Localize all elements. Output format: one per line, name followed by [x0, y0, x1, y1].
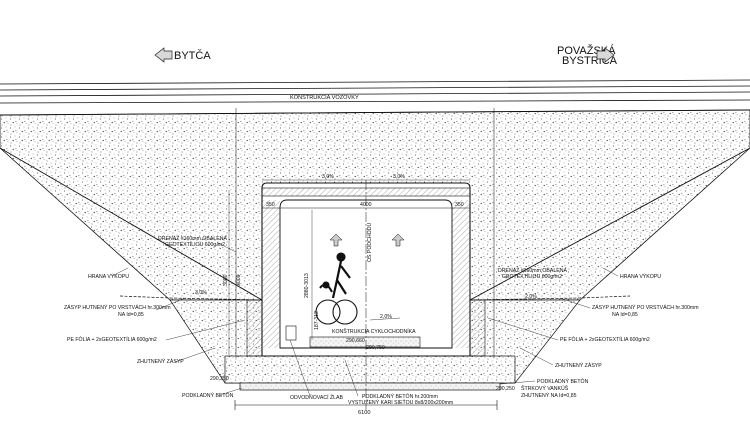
wall-thickness-right: 350	[455, 202, 464, 208]
direction-right: POVAŽSKÁ BYSTRICA	[557, 44, 618, 67]
arrow-right-icon	[596, 47, 615, 63]
compacted-left-label: ZHUTNENÝ ZÁSYP	[137, 358, 184, 365]
wall-thickness-left: 350	[266, 202, 275, 208]
total-width-dim: 6100	[358, 410, 370, 416]
backfill-level-right	[469, 295, 631, 301]
pe-right-label: PE FÓLIA + 2xGEOTEXTÍLIA 600g/m2	[560, 336, 650, 343]
axis-label: OS PODCHODU	[367, 223, 373, 262]
slope-floor: 2,0%	[380, 314, 392, 320]
compacted-right-label: ZHUTNENÝ ZÁSYP	[555, 362, 602, 369]
cyclist-icon	[315, 252, 358, 325]
backfill-right-label-2: NA Id=0,85	[612, 312, 638, 318]
base-slab-label: PODKLADNÝ BETÓN hr.200mm	[362, 393, 438, 400]
up-arrow-icon-right	[391, 233, 405, 247]
dim-left-low: 290,250	[210, 376, 229, 382]
excavation-line-right	[469, 147, 750, 301]
excavation-left-label: HRANA VÝKOPU	[88, 273, 129, 280]
pe-left-label: PE FÓLIA + 2xGEOTEXTÍLIA 600g/m2	[67, 336, 157, 343]
backfill-level-left	[119, 295, 263, 301]
slope-top-right: 3,0%	[393, 174, 405, 180]
inner-width-dim: 4000	[360, 202, 372, 208]
base-concrete	[239, 382, 501, 391]
direction-left-label: BYTČA	[174, 49, 211, 62]
drainage-channel-label: ODVODŇOVACÍ ŽLAB	[290, 393, 343, 401]
gravel-base	[224, 355, 516, 384]
excavation-line-left	[0, 147, 263, 301]
floor-dim-right: 290,750	[366, 345, 385, 351]
gravel-label-2: ZHUTNENÝ NA Id=0,85	[521, 392, 577, 399]
dim-right-low: 290,250	[496, 386, 515, 392]
backfill-left-label-2: NA Id=0,85	[118, 312, 144, 318]
drain-left-label-2: GEOTEXTÍLIOU 600g/m2	[165, 241, 225, 248]
height-side2-dim: 3000	[236, 274, 242, 286]
cycle-path-label: KONŠTRUKCIA CYKLOCHODNÍKA	[332, 328, 416, 335]
backfill-right-label: ZÁSYP HUTNENÝ PO VRSTVÁCH hr.300mm	[592, 304, 699, 311]
height-312-dim: 187-312	[314, 311, 320, 330]
arrow-left-icon	[154, 47, 173, 63]
backfill-left-label: ZÁSYP HUTNENÝ PO VRSTVÁCH hr.300mm	[64, 304, 171, 311]
drain-right-label-2: GEOTEXTÍLIOU 600g/m2	[502, 273, 562, 280]
base-concrete-right-label: PODKLADNÝ BETÓN	[537, 378, 589, 385]
height-side-dim: 3000	[223, 274, 229, 286]
road-construction-label: KONŠTRUKCIA VOZOVKY	[290, 94, 359, 101]
direction-left: BYTČA	[154, 47, 211, 63]
excavation-right-label: HRANA VÝKOPU	[620, 273, 661, 280]
floor-dim: 290,660	[346, 338, 365, 344]
road-layers: KONŠTRUKCIA VOZOVKY	[0, 79, 750, 104]
slope-top-left: 3,0%	[322, 174, 334, 180]
drain-right-label: DRENÁŽ #160mm OBALENÁ	[498, 266, 567, 274]
base-slab-label-2: VYSTUŽENÝ KARI SIEŤOU 8x8/200x200mm	[348, 398, 453, 406]
gravel-label: ŠTRKOVÝ VANKÚŠ	[521, 385, 569, 392]
drain-left-label: DRENÁŽ #160mm OBALENÁ	[158, 234, 227, 242]
slope-left-fill: 3,0%	[195, 290, 207, 296]
slope-right-fill: 2,0%	[525, 294, 537, 300]
height-inner-dim: 2880-3013	[304, 273, 310, 298]
up-arrow-icon-left	[329, 233, 343, 247]
base-concrete-left-label: PODKLADNÝ BETÓN	[182, 392, 234, 399]
drainage-channel-icon	[285, 325, 297, 341]
